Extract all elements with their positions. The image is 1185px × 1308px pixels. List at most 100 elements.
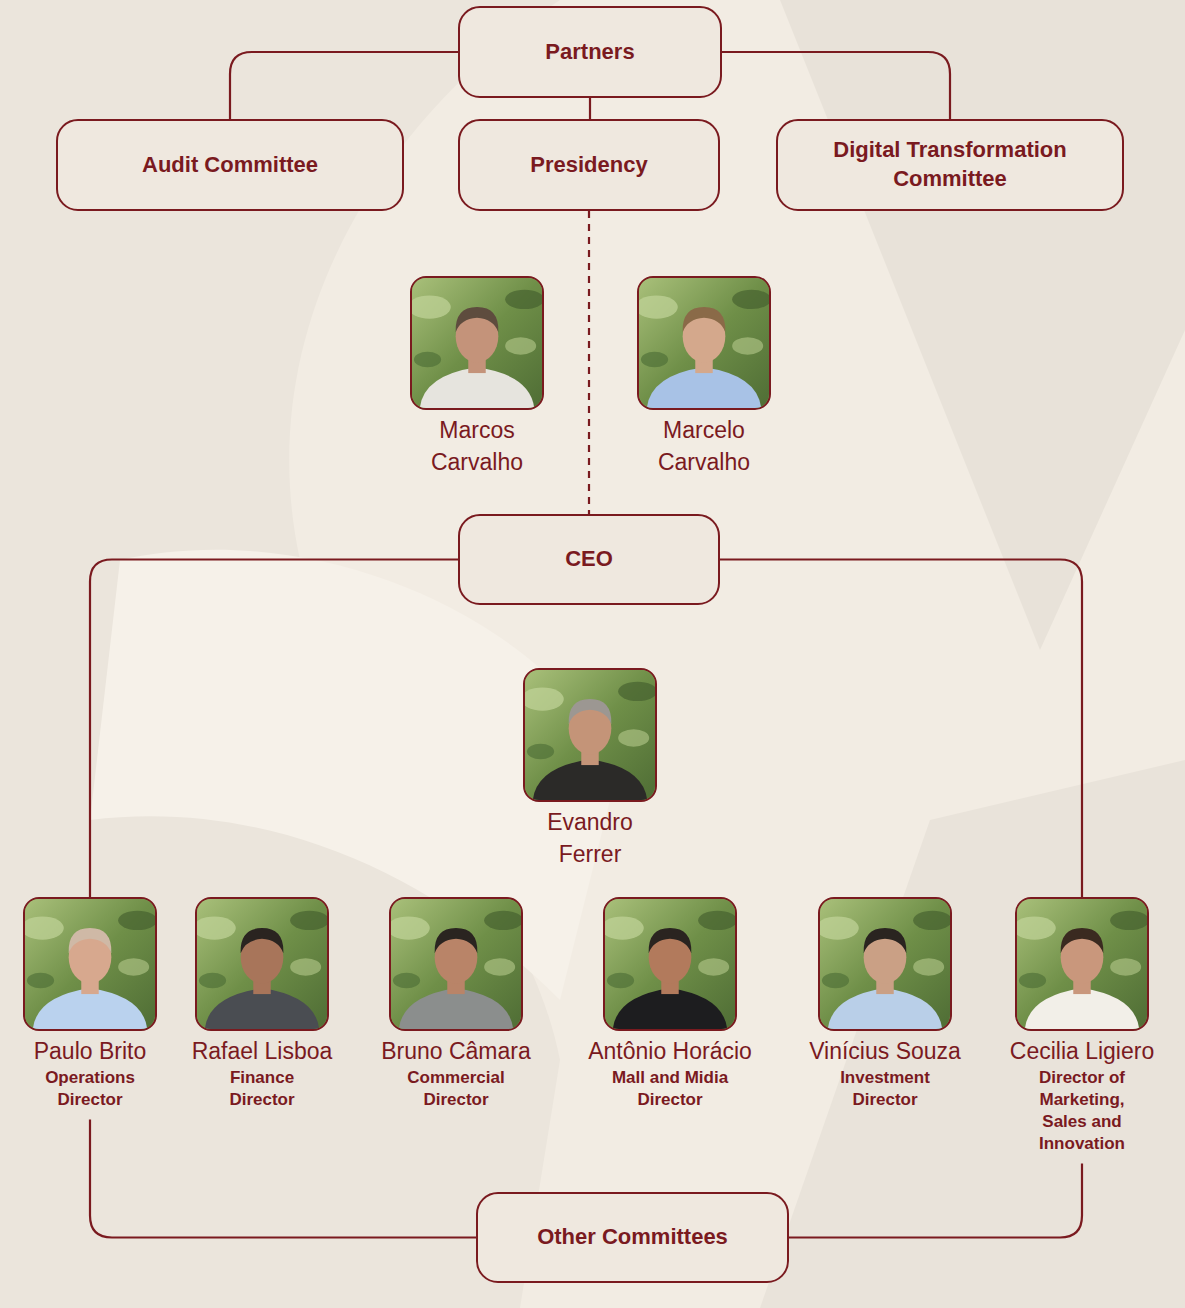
connector: [589, 98, 591, 119]
portrait-art: [290, 911, 327, 930]
portrait-art: [241, 928, 284, 953]
portrait-art: [1017, 899, 1147, 1029]
portrait-art: [647, 367, 761, 408]
portrait-art: [199, 973, 226, 989]
portrait-photo: [1015, 897, 1149, 1031]
portrait-art: [639, 278, 769, 408]
portrait-art: [525, 687, 564, 710]
connector: [720, 560, 1082, 898]
connector: [90, 1119, 476, 1237]
person-title: Commercial Director: [391, 1067, 521, 1111]
portrait-art: [1110, 911, 1147, 930]
person-card: Vinícius SouzaInvestment Director: [795, 897, 975, 1111]
portrait-art: [33, 988, 147, 1029]
portrait-art: [698, 958, 729, 975]
background-shape: [760, 760, 1185, 1308]
portrait-art: [25, 916, 64, 939]
portrait-art: [732, 337, 763, 354]
portrait-art: [484, 958, 515, 975]
portrait-art: [639, 295, 678, 318]
portrait-art: [533, 759, 647, 800]
portrait-art: [456, 307, 499, 332]
person-name: Evandro Ferrer: [523, 806, 657, 870]
portrait-art: [698, 911, 735, 930]
person-name: Rafael Lisboa: [182, 1035, 342, 1067]
portrait-photo: [410, 276, 544, 410]
portrait-photo: [637, 276, 771, 410]
box-label: Digital Transformation Committee: [794, 136, 1106, 193]
person-title: Mall and Midia Director: [605, 1067, 735, 1111]
portrait-art: [605, 899, 735, 1029]
portrait-photo: [195, 897, 329, 1031]
person-name: Antônio Horácio: [575, 1035, 765, 1067]
person-card: Marcelo Carvalho: [637, 276, 771, 478]
portrait-art: [27, 973, 54, 989]
portrait-art: [1025, 988, 1139, 1029]
box-label: CEO: [565, 545, 613, 574]
portrait-art: [391, 899, 521, 1029]
portrait-art: [913, 958, 944, 975]
portrait-art: [118, 911, 155, 930]
portrait-art: [393, 973, 420, 989]
connector: [789, 1164, 1082, 1238]
portrait-art: [412, 278, 542, 408]
org-box: CEO: [458, 514, 720, 605]
connector: [722, 52, 950, 119]
person-title: Finance Director: [197, 1067, 327, 1111]
portrait-art: [420, 367, 534, 408]
portrait-art: [1061, 928, 1104, 953]
person-name: Vinícius Souza: [795, 1035, 975, 1067]
portrait-art: [605, 916, 644, 939]
person-name: Cecilia Ligiero: [1000, 1035, 1164, 1067]
connector: [90, 560, 458, 898]
portrait-art: [525, 670, 655, 800]
portrait-photo: [603, 897, 737, 1031]
portrait-art: [69, 928, 112, 953]
box-label: Audit Committee: [142, 151, 318, 180]
person-title: Investment Director: [820, 1067, 950, 1111]
portrait-art: [820, 899, 950, 1029]
portrait-art: [864, 928, 907, 953]
portrait-art: [399, 988, 513, 1029]
portrait-art: [412, 295, 451, 318]
org-box: Presidency: [458, 119, 720, 211]
portrait-art: [913, 911, 950, 930]
org-box: Audit Committee: [56, 119, 404, 211]
org-box: Partners: [458, 6, 722, 98]
person-name: Marcos Carvalho: [410, 414, 544, 478]
portrait-art: [205, 988, 319, 1029]
portrait-art: [25, 899, 155, 1029]
portrait-art: [641, 352, 668, 368]
portrait-photo: [389, 897, 523, 1031]
person-card: Evandro Ferrer: [523, 668, 657, 870]
portrait-art: [197, 916, 236, 939]
connector: [588, 211, 590, 514]
portrait-art: [1017, 916, 1056, 939]
portrait-art: [505, 337, 536, 354]
portrait-art: [527, 744, 554, 760]
portrait-photo: [23, 897, 157, 1031]
portrait-art: [683, 307, 726, 332]
person-card: Paulo BritoOperations Director: [10, 897, 170, 1111]
person-name: Marcelo Carvalho: [637, 414, 771, 478]
portrait-art: [414, 352, 441, 368]
person-name: Bruno Câmara: [376, 1035, 536, 1067]
portrait-art: [1019, 973, 1046, 989]
portrait-art: [822, 973, 849, 989]
box-label: Other Committees: [537, 1223, 728, 1252]
org-box: Other Committees: [476, 1192, 789, 1283]
portrait-art: [118, 958, 149, 975]
box-label: Presidency: [530, 151, 647, 180]
portrait-art: [607, 973, 634, 989]
portrait-art: [618, 682, 655, 701]
portrait-art: [435, 928, 478, 953]
portrait-art: [613, 988, 727, 1029]
portrait-art: [505, 290, 542, 309]
person-card: Bruno CâmaraCommercial Director: [376, 897, 536, 1111]
person-title: Operations Director: [25, 1067, 155, 1111]
portrait-art: [732, 290, 769, 309]
person-card: Rafael LisboaFinance Director: [182, 897, 342, 1111]
person-card: Antônio HorácioMall and Midia Director: [575, 897, 765, 1111]
portrait-art: [569, 699, 612, 724]
